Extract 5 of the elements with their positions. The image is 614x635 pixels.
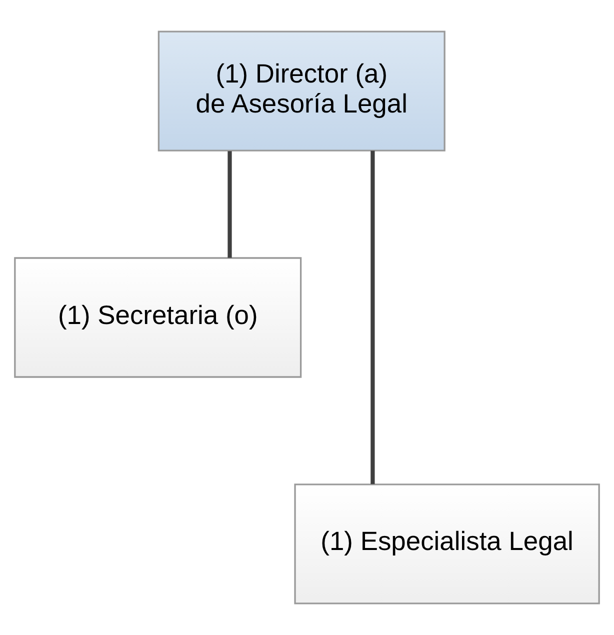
connector bbox=[370, 150, 375, 484]
node-box: (1) Secretaria (o) bbox=[14, 257, 302, 378]
node-box: (1) Especialista Legal bbox=[294, 484, 600, 604]
node-box: (1) Director (a) de Asesoría Legal bbox=[158, 30, 446, 152]
connector bbox=[228, 151, 232, 258]
